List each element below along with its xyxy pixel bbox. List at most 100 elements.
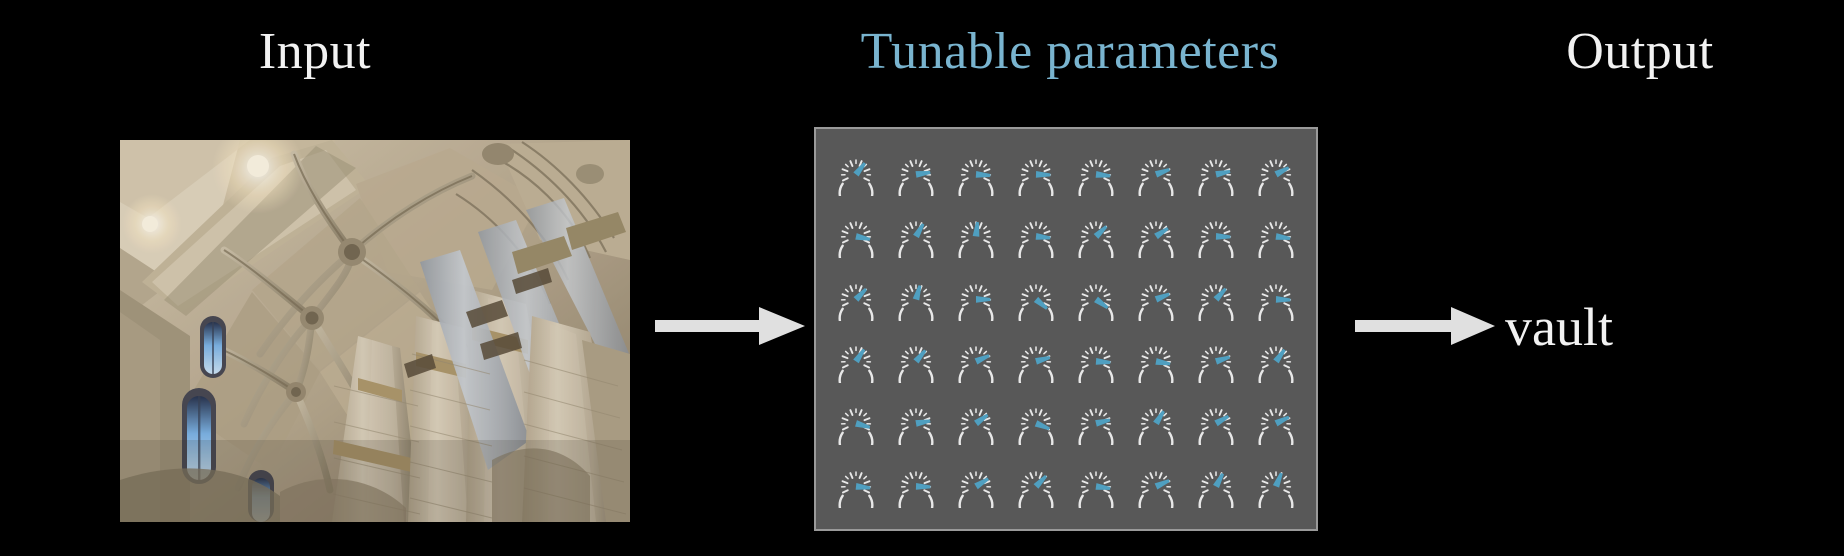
gauge-icon — [1018, 284, 1054, 321]
gauge-dial[interactable] — [1012, 335, 1060, 384]
gauge-icon — [898, 284, 934, 321]
gauge-dial[interactable] — [892, 273, 940, 321]
gauge-dial[interactable] — [1012, 397, 1060, 446]
gauge-icon — [1078, 408, 1114, 446]
gauge-icon — [1258, 221, 1294, 259]
gauge-needle — [974, 414, 989, 427]
gauge-needle — [855, 420, 871, 430]
gauge-icon — [898, 221, 934, 259]
page-title-output: Output — [1566, 23, 1714, 80]
gauge-dial[interactable] — [1132, 273, 1180, 321]
gauge-dial[interactable] — [1012, 148, 1060, 197]
gauge-dial[interactable] — [952, 335, 1000, 384]
gauge-needle — [1275, 233, 1291, 241]
gauge-ticks — [1020, 221, 1052, 244]
gauge-arc — [838, 307, 874, 321]
gauge-icon — [838, 159, 874, 197]
gauge-arc — [838, 432, 874, 446]
gauge-needle — [1154, 168, 1171, 178]
gauge-dial[interactable] — [1132, 460, 1180, 508]
gauge-ticks — [960, 471, 992, 494]
gauge-needle — [1153, 410, 1165, 426]
gauge-dial[interactable] — [832, 335, 880, 384]
arrow-parameters-to-output — [1355, 305, 1495, 347]
gauge-dial[interactable] — [1072, 335, 1120, 384]
gauge-arc — [1078, 494, 1114, 508]
gauge-icon — [958, 408, 994, 446]
gauge-dial[interactable] — [1192, 210, 1240, 259]
gauge-arc — [838, 369, 874, 384]
gauge-needle — [1033, 474, 1048, 489]
gauge-ticks — [1200, 221, 1232, 244]
gauge-dial[interactable] — [1252, 148, 1300, 197]
gauge-needle — [1213, 287, 1227, 302]
gauge-icon — [1198, 159, 1234, 197]
gauge-arc — [1258, 245, 1294, 259]
gauge-arc — [1138, 432, 1174, 446]
output-prediction-label: vault — [1505, 297, 1613, 357]
gauge-arc — [838, 494, 874, 508]
gauge-needle — [1033, 296, 1048, 310]
gauge-dial[interactable] — [1012, 210, 1060, 259]
gauge-dial[interactable] — [1132, 397, 1180, 446]
gauge-dial[interactable] — [1192, 460, 1240, 508]
gauge-dial[interactable] — [952, 460, 1000, 508]
gauge-dial[interactable] — [892, 397, 940, 446]
gauge-dial[interactable] — [1252, 335, 1300, 384]
gauge-grid — [816, 129, 1316, 529]
gauge-dial[interactable] — [1252, 460, 1300, 508]
gauge-dial[interactable] — [952, 148, 1000, 197]
gauge-dial[interactable] — [892, 460, 940, 508]
gauge-dial[interactable] — [832, 148, 880, 197]
gauge-needle — [1214, 355, 1231, 365]
gauge-ticks — [840, 221, 872, 244]
tunable-parameters-panel[interactable] — [814, 127, 1318, 531]
gauge-arc — [958, 245, 994, 259]
gauge-dial[interactable] — [892, 335, 940, 384]
gauge-dial[interactable] — [1192, 148, 1240, 197]
gauge-dial[interactable] — [1072, 148, 1120, 197]
gauge-needle — [975, 171, 991, 178]
gauge-arc — [958, 182, 994, 197]
gauge-needle — [853, 348, 866, 364]
gauge-needle — [853, 287, 868, 302]
gauge-icon — [1078, 159, 1114, 197]
gauge-dial[interactable] — [1252, 210, 1300, 259]
gauge-dial[interactable] — [1132, 148, 1180, 197]
gauge-arc — [1078, 245, 1114, 259]
gauge-arc — [1018, 432, 1054, 446]
gauge-dial[interactable] — [1192, 335, 1240, 384]
gauge-dial[interactable] — [1012, 460, 1060, 508]
gauge-arc — [1258, 182, 1294, 197]
gauge-dial[interactable] — [1192, 273, 1240, 321]
gauge-dial[interactable] — [1072, 397, 1120, 446]
gauge-dial[interactable] — [1132, 210, 1180, 259]
gauge-dial[interactable] — [832, 210, 880, 259]
gauge-dial[interactable] — [832, 273, 880, 321]
gauge-dial[interactable] — [1252, 273, 1300, 321]
gauge-icon — [958, 284, 994, 321]
gauge-needle — [1214, 415, 1230, 427]
gauge-arc — [958, 307, 994, 321]
gauge-icon — [1198, 408, 1234, 446]
gauge-dial[interactable] — [1072, 460, 1120, 508]
gauge-dial[interactable] — [892, 148, 940, 197]
gauge-dial[interactable] — [1072, 273, 1120, 321]
gauge-icon — [898, 408, 934, 446]
gauge-dial[interactable] — [952, 397, 1000, 446]
gauge-dial[interactable] — [952, 273, 1000, 321]
gauge-arc — [1078, 182, 1114, 197]
gauge-dial[interactable] — [832, 460, 880, 508]
gauge-dial[interactable] — [1072, 210, 1120, 259]
gauge-dial[interactable] — [952, 210, 1000, 259]
gauge-dial[interactable] — [1192, 397, 1240, 446]
gauge-dial[interactable] — [832, 397, 880, 446]
gauge-dial[interactable] — [1132, 335, 1180, 384]
gauge-dial[interactable] — [1012, 273, 1060, 321]
gauge-icon — [1018, 408, 1054, 446]
gauge-needle — [1273, 349, 1286, 364]
gauge-ticks — [1260, 159, 1292, 182]
gauge-dial[interactable] — [1252, 397, 1300, 446]
gauge-dial[interactable] — [892, 210, 940, 259]
gauge-arc — [838, 182, 874, 197]
